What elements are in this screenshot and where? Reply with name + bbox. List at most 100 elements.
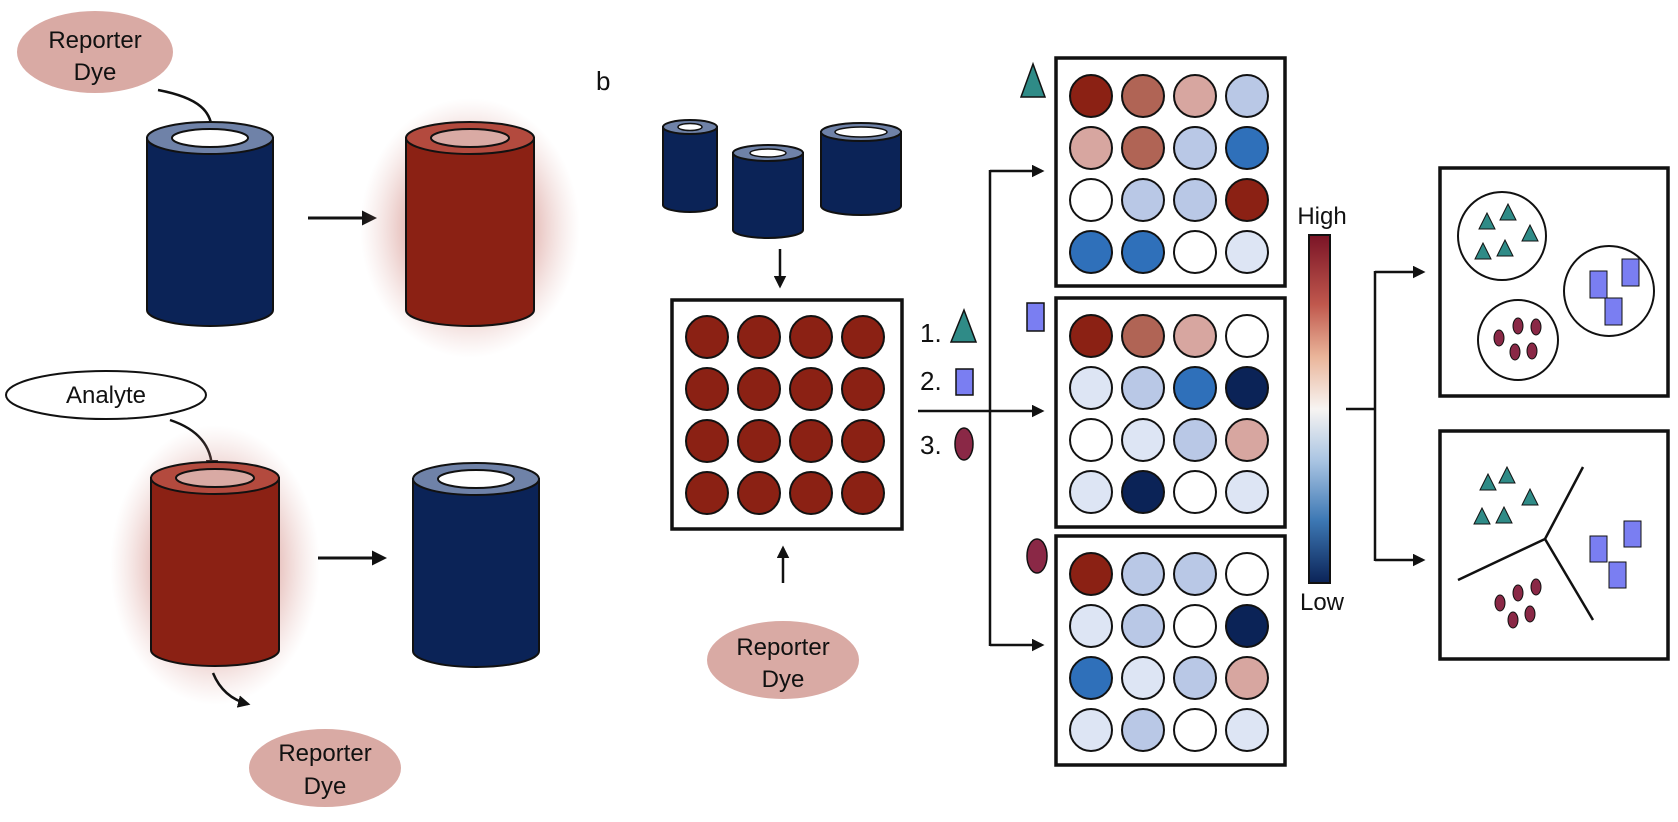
square-well-r3-c1: [1069, 418, 1113, 462]
reporter-dye-blob-bottom: Reporter Dye: [249, 729, 401, 807]
triangle-well-r2-c2: [1121, 126, 1165, 170]
cylinder-dye-loaded-red: [360, 98, 580, 358]
cluster-ellipses: [1493, 317, 1542, 361]
small-cylinder-3: [820, 122, 902, 216]
array-3-ellipse-icon: [1026, 538, 1048, 574]
triangle-well-r4-c4: [1225, 230, 1269, 274]
ellipse-well-r3-c3: [1173, 656, 1217, 700]
ellipse-well-r2-c4: [1225, 604, 1269, 648]
cluster-triangles: [1474, 202, 1539, 260]
triangle-well-r1-c2: [1121, 74, 1165, 118]
step-3-number: 3.: [920, 430, 942, 460]
initial-well-r1-c3: [789, 315, 833, 359]
initial-well-r4-c1: [685, 471, 729, 515]
triangle-well-r2-c1: [1069, 126, 1113, 170]
square-well-r4-c3: [1173, 470, 1217, 514]
branch-arrows-to-arrays: [918, 164, 1045, 652]
ellipse-well-r4-c4: [1225, 708, 1269, 752]
initial-well-r3-c4: [841, 419, 885, 463]
triangle-well-r4-c2: [1121, 230, 1165, 274]
reporter-dye-blob-middle: Reporter Dye: [707, 621, 859, 699]
initial-well-r1-c2: [737, 315, 781, 359]
panel-b-label: b: [596, 66, 610, 96]
triangle-well-r2-c4: [1225, 126, 1269, 170]
small-cylinder-2: [732, 144, 804, 239]
square-well-r1-c2: [1121, 314, 1165, 358]
analysis-arrows: [1346, 265, 1426, 567]
square-well-r2-c3: [1173, 366, 1217, 410]
initial-well-r2-c2: [737, 367, 781, 411]
ellipse-well-r4-c1: [1069, 708, 1113, 752]
reporter-dye-label-bottom-line1: Reporter: [278, 740, 371, 767]
reporter-dye-label-top-line2: Dye: [74, 59, 117, 86]
analyte-steps: 1. 2. 3.: [920, 307, 978, 461]
square-well-r4-c2: [1121, 470, 1165, 514]
initial-well-r1-c4: [841, 315, 885, 359]
array-1-triangle-icon: [1019, 61, 1047, 98]
initial-sensor-array: [670, 298, 904, 531]
ellipse-well-r3-c2: [1121, 656, 1165, 700]
initial-well-r3-c3: [789, 419, 833, 463]
small-cylinder-1: [662, 119, 718, 213]
colorbar-high-label: High: [1297, 203, 1346, 230]
cylinder-released-blue: [412, 462, 540, 668]
ellipse-well-r3-c1: [1069, 656, 1113, 700]
initial-well-r1-c1: [685, 315, 729, 359]
step-1-triangle-icon: [949, 307, 978, 343]
initial-well-r3-c2: [737, 419, 781, 463]
square-well-r3-c3: [1173, 418, 1217, 462]
square-well-r3-c2: [1121, 418, 1165, 462]
triangle-well-r4-c3: [1173, 230, 1217, 274]
cluster-analysis-plot: [1438, 166, 1670, 398]
colorbar-gradient: [1308, 234, 1331, 584]
ellipse-well-r1-c3: [1173, 552, 1217, 596]
initial-well-r2-c1: [685, 367, 729, 411]
triangle-well-r3-c1: [1069, 178, 1113, 222]
initial-well-r4-c4: [841, 471, 885, 515]
ellipse-response-array: [1054, 534, 1287, 767]
triangle-well-r4-c1: [1069, 230, 1113, 274]
triangle-well-r1-c3: [1173, 74, 1217, 118]
analyte-blob: Analyte: [5, 370, 207, 420]
step-2-square-icon: [955, 368, 974, 396]
discriminant-analysis-plot: [1438, 429, 1670, 661]
ellipse-well-r1-c4: [1225, 552, 1269, 596]
square-response-array: [1054, 296, 1287, 529]
triangle-response-array: [1054, 56, 1287, 288]
initial-well-r4-c3: [789, 471, 833, 515]
initial-well-r2-c3: [789, 367, 833, 411]
step-1-number: 1.: [920, 318, 942, 348]
ellipse-well-r2-c3: [1173, 604, 1217, 648]
color-scale-bar: High Low: [1297, 203, 1346, 616]
ellipse-well-r1-c1: [1069, 552, 1113, 596]
panel-a: Reporter Dye Analyte: [5, 11, 580, 807]
initial-well-r3-c1: [685, 419, 729, 463]
reporter-dye-label-middle-line2: Dye: [762, 666, 805, 693]
decision-boundaries: [1457, 466, 1595, 621]
ellipse-well-r2-c1: [1069, 604, 1113, 648]
square-well-r4-c1: [1069, 470, 1113, 514]
colorbar-low-label: Low: [1300, 589, 1345, 616]
reporter-dye-label-bottom-line2: Dye: [304, 773, 347, 800]
ellipse-cluster-circle: [1477, 299, 1559, 381]
triangle-well-r1-c1: [1069, 74, 1113, 118]
square-well-r2-c4: [1225, 366, 1269, 410]
step-2-number: 2.: [920, 366, 942, 396]
array-2-square-icon: [1026, 302, 1045, 332]
triangle-well-r3-c2: [1121, 178, 1165, 222]
triangle-well-r3-c3: [1173, 178, 1217, 222]
class-triangles: [1473, 465, 1539, 525]
ellipse-well-r2-c2: [1121, 604, 1165, 648]
receptor-library: [662, 119, 902, 239]
reporter-dye-label-top-line1: Reporter: [48, 27, 141, 54]
initial-well-r4-c2: [737, 471, 781, 515]
class-ellipses: [1494, 578, 1542, 629]
triangle-well-r2-c3: [1173, 126, 1217, 170]
cylinder-empty-blue: [146, 121, 274, 327]
triangle-well-r3-c4: [1225, 178, 1269, 222]
cylinder-analyte-binding-red: [110, 425, 320, 705]
ellipse-well-r4-c2: [1121, 708, 1165, 752]
square-well-r1-c1: [1069, 314, 1113, 358]
square-well-r1-c4: [1225, 314, 1269, 358]
